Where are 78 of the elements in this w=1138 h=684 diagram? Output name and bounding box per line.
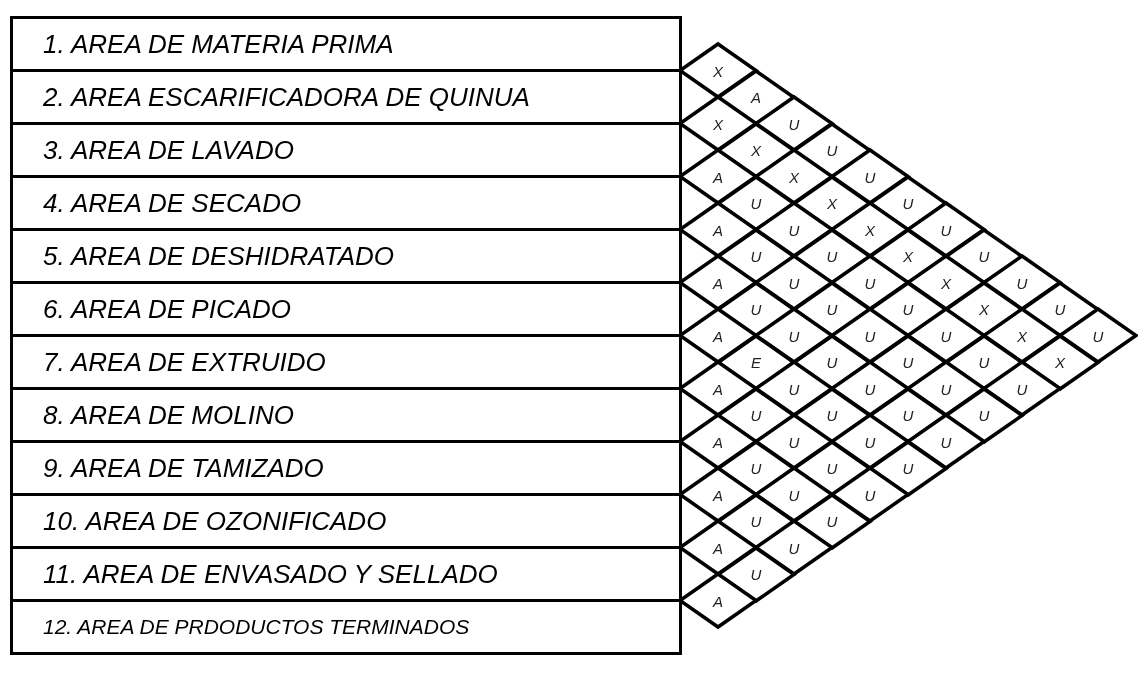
area-name: 3. AREA DE LAVADO: [43, 134, 294, 166]
area-name: 5. AREA DE DESHIDRATADO: [43, 240, 395, 272]
relationship-code: X: [903, 247, 913, 265]
relationship-code: X: [865, 221, 875, 238]
relationship-code: U: [902, 406, 914, 424]
relationship-code: A: [713, 486, 723, 503]
relationship-code: U: [750, 512, 762, 530]
relationship-code: U: [788, 274, 800, 291]
relationship-code: U: [978, 247, 990, 265]
relationship-code: X: [789, 168, 799, 185]
relationship-code: X: [713, 62, 723, 79]
relationship-code: X: [1055, 353, 1065, 371]
relationship-code: U: [978, 353, 990, 371]
area-name: 10. AREA DE OZONIFICADO: [43, 505, 387, 537]
relationship-code: U: [1016, 274, 1028, 291]
relationship-code: A: [713, 274, 723, 291]
relationship-code: A: [713, 380, 723, 397]
relationship-code: X: [1017, 327, 1027, 344]
relationship-code: X: [941, 274, 951, 291]
relationship-code: U: [940, 433, 952, 450]
relationship-code: U: [788, 221, 800, 238]
relationship-code: U: [864, 486, 876, 503]
relationship-code: U: [826, 512, 838, 530]
relationship-code: U: [902, 300, 914, 318]
relationship-code: X: [713, 115, 723, 132]
relationship-code: U: [750, 300, 762, 318]
relationship-code: U: [826, 141, 838, 159]
area-name: 1. AREA DE MATERIA PRIMA: [43, 28, 394, 60]
relationship-code: U: [864, 380, 876, 397]
area-name: 6. AREA DE PICADO: [43, 293, 292, 325]
relationship-code: U: [750, 459, 762, 477]
relationship-code: U: [902, 194, 914, 212]
area-name: 8. AREA DE MOLINO: [43, 399, 294, 431]
relationship-code: U: [788, 433, 800, 450]
relationship-code: E: [751, 353, 761, 371]
area-name: 7. AREA DE EXTRUIDO: [43, 346, 326, 378]
relationship-code: A: [713, 168, 723, 185]
relationship-code: A: [713, 433, 723, 450]
relationship-code: U: [788, 380, 800, 397]
relationship-code: U: [1054, 300, 1066, 318]
relationship-code: U: [864, 274, 876, 291]
relationship-code: X: [751, 141, 761, 159]
relationship-code: X: [979, 300, 989, 318]
relationship-code: U: [788, 327, 800, 344]
relationship-code: U: [902, 459, 914, 477]
relationship-code: U: [788, 115, 800, 132]
area-name: 4. AREA DE SECADO: [43, 187, 302, 219]
relationship-code: U: [940, 327, 952, 344]
relationship-code: U: [826, 300, 838, 318]
relationship-code: U: [940, 380, 952, 397]
relationship-code: U: [826, 459, 838, 477]
relationship-code: U: [864, 433, 876, 450]
relationship-code: A: [713, 327, 723, 344]
relationship-code: A: [713, 539, 723, 556]
relationship-code: U: [826, 247, 838, 265]
relationship-code: U: [750, 247, 762, 265]
relationship-code: U: [1016, 380, 1028, 397]
relationship-code: U: [750, 406, 762, 424]
relationship-code: U: [750, 565, 762, 583]
relationship-code: U: [788, 539, 800, 556]
relationship-code: U: [978, 406, 990, 424]
relationship-code: U: [864, 327, 876, 344]
relationship-code: U: [864, 168, 876, 185]
area-name: 9. AREA DE TAMIZADO: [43, 452, 324, 484]
relationship-code: A: [713, 592, 723, 609]
relationship-code: A: [713, 221, 723, 238]
relationship-code: U: [1092, 327, 1104, 344]
relationship-code: U: [940, 221, 952, 238]
relationship-code: X: [827, 194, 837, 212]
relationship-code: U: [788, 486, 800, 503]
area-name: 12. AREA DE PRDODUCTOS TERMINADOS: [43, 615, 470, 639]
area-name: 11. AREA DE ENVASADO Y SELLADO: [43, 558, 498, 590]
relationship-code: U: [826, 353, 838, 371]
relationship-code: U: [902, 353, 914, 371]
relationship-code: A: [751, 88, 761, 106]
area-name: 2. AREA ESCARIFICADORA DE QUINUA: [43, 81, 530, 113]
relationship-code: U: [826, 406, 838, 424]
relationship-code: U: [750, 194, 762, 212]
